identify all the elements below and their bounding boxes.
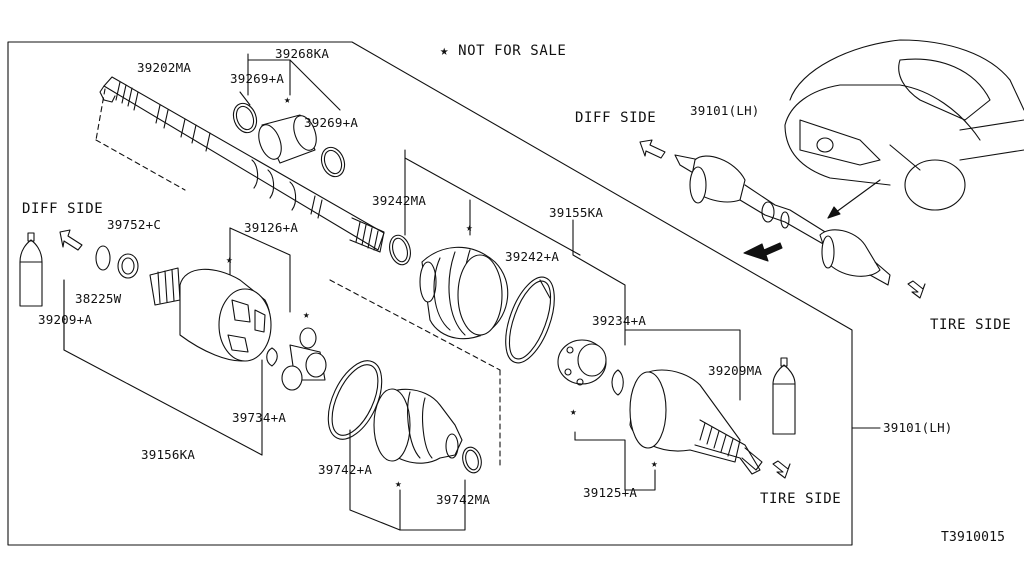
star-marker: ★ bbox=[570, 405, 577, 418]
label-39155ka: 39155KA bbox=[549, 205, 604, 220]
label-39156ka: 39156KA bbox=[141, 447, 196, 462]
label-39234a: 39234+A bbox=[592, 313, 647, 328]
label-39742a: 39742+A bbox=[318, 462, 373, 477]
label-39101lh-right: 39101(LH) bbox=[883, 420, 953, 435]
label-39752c: 39752+C bbox=[107, 217, 162, 232]
diff-side-label-right: DIFF SIDE bbox=[575, 110, 657, 126]
star-marker: ★ bbox=[440, 43, 450, 59]
star-marker: ★ bbox=[303, 308, 310, 321]
tripod-joint bbox=[282, 328, 326, 390]
arrow-outline-icon bbox=[60, 140, 925, 478]
diff-side-label-left: DIFF SIDE bbox=[22, 201, 104, 217]
vehicle-sketch bbox=[785, 40, 1024, 210]
boot-39741-left bbox=[374, 389, 462, 463]
grease-tube-39209a bbox=[20, 233, 42, 306]
clamp-39269a-right bbox=[318, 144, 349, 180]
star-marker: ★ bbox=[466, 221, 473, 234]
housing-39126 bbox=[150, 268, 271, 361]
label-39209a: 39209+A bbox=[38, 312, 93, 327]
tire-side-label-right: TIRE SIDE bbox=[930, 317, 1012, 333]
clamp-39742a bbox=[317, 353, 392, 448]
star-marker: ★ bbox=[395, 477, 402, 490]
label-39269a-top: 39269+A bbox=[230, 71, 285, 86]
clamp-39742ma bbox=[460, 445, 484, 475]
label-39269a-right: 39269+A bbox=[304, 115, 359, 130]
not-for-sale-text: NOT FOR SALE bbox=[458, 43, 567, 59]
label-39242a: 39242+A bbox=[505, 249, 560, 264]
snap-ring-39234a bbox=[612, 370, 623, 395]
grease-tube-39209ma bbox=[773, 358, 795, 434]
clamp-39242a bbox=[496, 271, 564, 369]
snap-ring-39752c bbox=[118, 254, 138, 278]
tire-side-label-bottom: TIRE SIDE bbox=[760, 491, 842, 507]
label-39209ma: 39209MA bbox=[708, 363, 763, 378]
shaft-39202ma bbox=[100, 77, 384, 252]
star-marker: ★ bbox=[226, 253, 233, 266]
assembly-frame bbox=[8, 42, 852, 545]
clamp-39269a-top bbox=[230, 100, 261, 136]
not-for-sale-note: ★ NOT FOR SALE bbox=[440, 44, 566, 58]
shaft-39101lh-top bbox=[675, 155, 890, 285]
snap-ring-38225w bbox=[96, 246, 110, 270]
clamp-39242ma bbox=[386, 233, 413, 267]
boot-39741 bbox=[420, 247, 508, 338]
snap-ring-39734a bbox=[267, 348, 278, 366]
star-marker: ★ bbox=[284, 93, 291, 106]
label-39742ma: 39742MA bbox=[436, 492, 491, 507]
outer-joint-39211 bbox=[630, 370, 762, 474]
label-39125a: 39125+A bbox=[583, 485, 638, 500]
label-39242ma: 39242MA bbox=[372, 193, 427, 208]
star-marker: ★ bbox=[651, 457, 658, 470]
label-39268ka: 39268KA bbox=[275, 46, 330, 61]
label-39734a: 39734+A bbox=[232, 410, 287, 425]
label-39202ma: 39202MA bbox=[137, 60, 192, 75]
diagram-id: T3910015 bbox=[941, 530, 1006, 545]
inner-race-39125 bbox=[558, 340, 606, 385]
label-38225w: 38225W bbox=[75, 291, 122, 306]
label-39101lh-top: 39101(LH) bbox=[690, 103, 760, 118]
boot-39241 bbox=[254, 113, 320, 163]
label-39126a: 39126+A bbox=[244, 220, 299, 235]
